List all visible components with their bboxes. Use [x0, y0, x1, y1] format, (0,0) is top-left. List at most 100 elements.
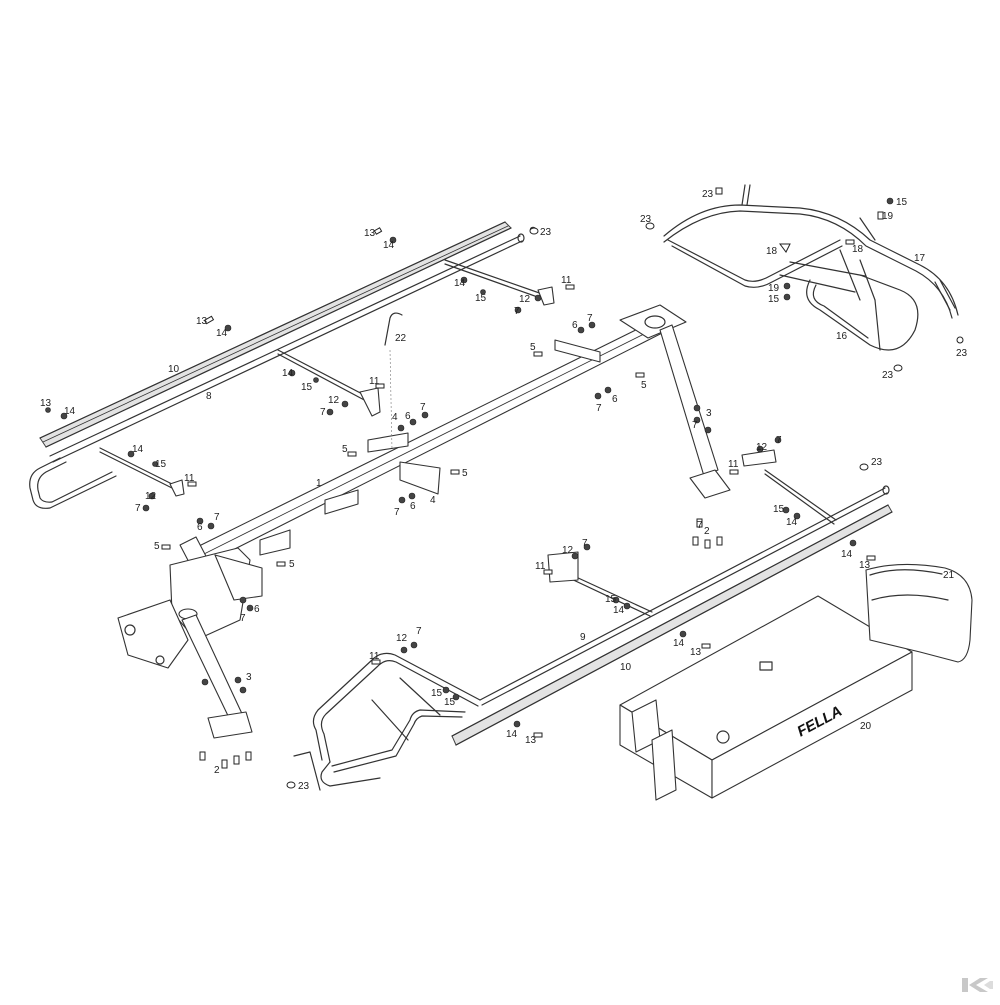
fasteners [45, 187, 964, 789]
callout-15: 15 [475, 293, 487, 304]
callout-12: 12 [756, 442, 768, 453]
callout-15: 15 [444, 697, 456, 708]
callout-14: 14 [282, 368, 294, 379]
callout-23: 23 [298, 781, 310, 792]
part-20-guard-box: FELLA [619, 595, 913, 801]
callout-15: 15 [768, 294, 780, 305]
callout-4: 4 [430, 495, 436, 506]
callout-12: 12 [519, 294, 531, 305]
callout-5: 5 [289, 559, 295, 570]
callout-9: 9 [580, 632, 586, 643]
callout-12: 12 [396, 633, 408, 644]
callout-15: 15 [155, 459, 167, 470]
callout-14: 14 [841, 549, 853, 560]
callout-11: 11 [561, 275, 572, 286]
callout-12: 12 [562, 545, 574, 556]
callout-6: 6 [572, 320, 578, 331]
part-8-upper-step-frame [29, 233, 555, 509]
callout-14: 14 [673, 638, 685, 649]
callout-23: 23 [540, 227, 552, 238]
callout-5: 5 [462, 468, 468, 479]
callout-23: 23 [871, 457, 883, 468]
callout-12: 12 [145, 491, 157, 502]
callout-23: 23 [956, 348, 968, 359]
callout-13: 13 [196, 316, 208, 327]
callout-18: 18 [852, 244, 864, 255]
part-16-17-handrail [663, 184, 959, 351]
callout-7: 7 [776, 435, 782, 446]
callout-4: 4 [392, 412, 398, 423]
callout-11: 11 [728, 459, 739, 470]
callout-11: 11 [184, 473, 195, 484]
callout-6: 6 [410, 501, 416, 512]
callout-7: 7 [420, 402, 426, 413]
callout-23: 23 [882, 370, 894, 381]
callout-10: 10 [620, 662, 632, 673]
callout-19: 19 [882, 211, 894, 222]
callout-20: 20 [860, 721, 872, 732]
callout-11: 11 [369, 651, 380, 662]
callout-14: 14 [216, 328, 228, 339]
callout-7: 7 [394, 507, 400, 518]
part-21-guard-cover [865, 563, 973, 663]
callout-11: 11 [535, 561, 546, 572]
callout-15: 15 [896, 197, 908, 208]
callout-13: 13 [364, 228, 376, 239]
callout-19: 19 [768, 283, 780, 294]
callout-13: 13 [525, 735, 537, 746]
callout-14: 14 [132, 444, 144, 455]
callout-23: 23 [640, 214, 652, 225]
callout-22: 22 [395, 333, 407, 344]
callout-7: 7 [692, 420, 698, 431]
callout-14: 14 [64, 406, 76, 417]
callout-3: 3 [246, 672, 252, 683]
callout-6: 6 [197, 522, 203, 533]
callout-14: 14 [506, 729, 518, 740]
callout-7: 7 [416, 626, 422, 637]
callout-7: 7 [514, 306, 520, 317]
kramp-k-logo-icon [962, 978, 993, 992]
callout-17: 17 [914, 253, 926, 264]
callout-6: 6 [405, 411, 411, 422]
callout-5: 5 [154, 541, 160, 552]
callout-7: 7 [240, 613, 246, 624]
callout-16: 16 [836, 331, 848, 342]
callout-14: 14 [454, 278, 466, 289]
callout-7: 7 [697, 520, 703, 531]
callout-7: 7 [582, 538, 588, 549]
callout-2: 2 [704, 526, 710, 537]
callout-10: 10 [168, 364, 180, 375]
callout-6: 6 [254, 604, 260, 615]
callout-11: 11 [369, 376, 380, 387]
callout-3: 3 [706, 408, 712, 419]
hitch-assembly [117, 547, 263, 739]
callout-6: 6 [612, 394, 618, 405]
callout-2: 2 [214, 765, 220, 776]
callout-14: 14 [786, 517, 798, 528]
callout-15: 15 [605, 594, 617, 605]
callout-5: 5 [641, 380, 647, 391]
callout-15: 15 [301, 382, 313, 393]
callout-1: 1 [316, 478, 322, 489]
callout-13: 13 [859, 560, 871, 571]
callout-13: 13 [40, 398, 52, 409]
callout-15: 15 [431, 688, 443, 699]
part-10-upper-rail [39, 221, 512, 448]
callout-12: 12 [328, 395, 340, 406]
callout-7: 7 [135, 503, 141, 514]
part-callouts: 1 2 2 3 3 4 4 5 5 5 5 5 5 6 6 6 6 6 6 7 … [40, 189, 968, 792]
callout-7: 7 [596, 403, 602, 414]
callout-5: 5 [342, 444, 348, 455]
callout-14: 14 [613, 605, 625, 616]
callout-7: 7 [320, 407, 326, 418]
part-22-pin [384, 312, 403, 451]
callout-21: 21 [943, 570, 955, 581]
callout-15: 15 [773, 504, 785, 515]
callout-5: 5 [530, 342, 536, 353]
callout-18: 18 [766, 246, 778, 257]
callout-13: 13 [690, 647, 702, 658]
callout-7: 7 [214, 512, 220, 523]
lower-step-frame [293, 449, 837, 791]
